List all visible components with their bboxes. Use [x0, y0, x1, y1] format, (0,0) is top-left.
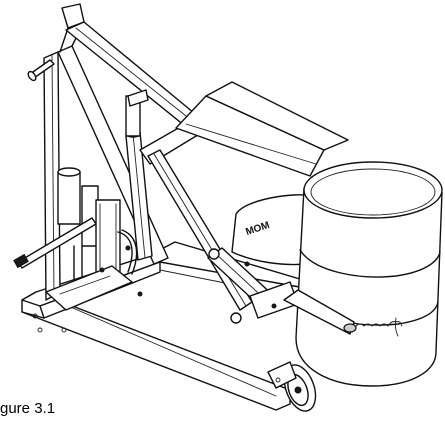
- fasteners: [99, 245, 277, 309]
- lift-cylinder: [125, 89, 153, 261]
- front-wheel: [267, 361, 317, 412]
- base-frame: [21, 241, 311, 411]
- drum: [283, 161, 443, 387]
- boom-arm: [139, 81, 349, 324]
- cradle-band: MOM: [231, 194, 311, 266]
- hydraulic-pump: [13, 167, 138, 311]
- figure-caption: gure 3.1: [0, 400, 56, 417]
